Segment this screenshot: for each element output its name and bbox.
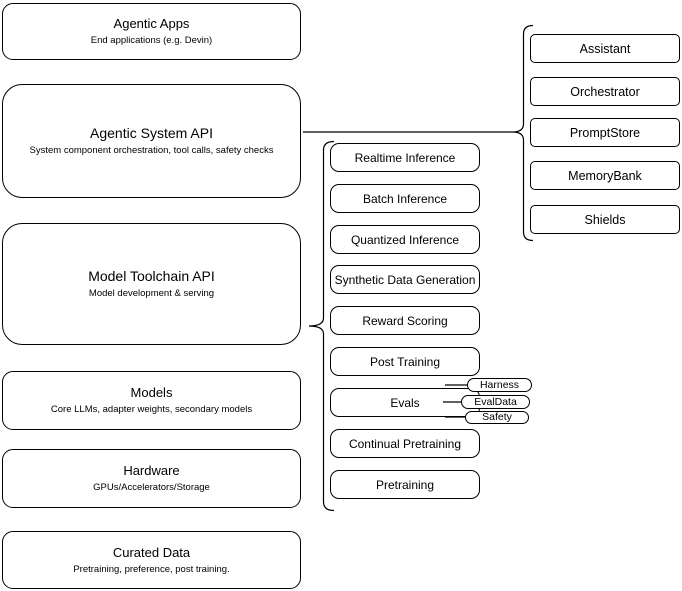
node-curated-data-subtitle: Pretraining, preference, post training.	[73, 563, 230, 575]
node-agentic-apps-title: Agentic Apps	[113, 16, 190, 31]
node-curated-data-title: Curated Data	[112, 544, 191, 560]
node-quantized-inference: Quantized Inference	[330, 225, 480, 254]
node-agentic-apps: Agentic Apps End applications (e.g. Devi…	[2, 3, 301, 60]
node-evals: Evals	[330, 388, 480, 417]
node-agentic-system-api-subtitle: System component orchestration, tool cal…	[29, 145, 274, 156]
node-model-toolchain-api: Model Toolchain API Model development & …	[2, 223, 301, 345]
node-reward-scoring: Reward Scoring	[330, 306, 480, 335]
tag-harness-label: Harness	[479, 378, 520, 391]
node-realtime-inference: Realtime Inference	[330, 143, 480, 172]
node-orchestrator-label: Orchestrator	[570, 84, 640, 99]
node-models-title: Models	[130, 385, 173, 400]
node-evals-label: Evals	[390, 395, 420, 410]
node-agentic-system-api: Agentic System API System component orch…	[2, 84, 301, 198]
node-post-training-label: Post Training	[369, 354, 441, 369]
node-shields: Shields	[530, 205, 680, 234]
node-agentic-apps-subtitle: End applications (e.g. Devin)	[90, 35, 213, 46]
node-models-subtitle: Core LLMs, adapter weights, secondary mo…	[50, 404, 253, 415]
node-synthetic-data-generation-label: Synthetic Data Generation	[334, 272, 476, 287]
node-promptstore: PromptStore	[530, 118, 680, 147]
node-assistant-label: Assistant	[579, 41, 631, 56]
node-pretraining-label: Pretraining	[375, 477, 435, 492]
node-memorybank-label: MemoryBank	[568, 168, 642, 183]
node-assistant: Assistant	[530, 34, 680, 63]
node-pretraining: Pretraining	[330, 470, 480, 499]
node-batch-inference-label: Batch Inference	[362, 191, 448, 206]
node-hardware: Hardware GPUs/Accelerators/Storage	[2, 449, 301, 508]
node-model-toolchain-api-subtitle: Model development & serving	[88, 288, 215, 299]
node-continual-pretraining: Continual Pretraining	[330, 429, 480, 458]
node-models: Models Core LLMs, adapter weights, secon…	[2, 371, 301, 430]
node-post-training: Post Training	[330, 347, 480, 376]
node-reward-scoring-label: Reward Scoring	[362, 313, 448, 328]
node-batch-inference: Batch Inference	[330, 184, 480, 213]
node-promptstore-label: PromptStore	[569, 125, 641, 140]
tag-evaldata-label: EvalData	[474, 395, 517, 408]
node-synthetic-data-generation: Synthetic Data Generation	[330, 265, 480, 294]
node-realtime-inference-label: Realtime Inference	[354, 150, 456, 165]
tag-safety: Safety	[465, 411, 529, 424]
node-agentic-system-api-title: Agentic System API	[90, 125, 213, 141]
tag-evaldata: EvalData	[461, 395, 530, 409]
node-hardware-title: Hardware	[123, 463, 180, 478]
node-shields-label: Shields	[584, 212, 626, 227]
tag-safety-label: Safety	[482, 411, 512, 423]
node-model-toolchain-api-title: Model Toolchain API	[88, 268, 215, 284]
node-memorybank: MemoryBank	[530, 161, 680, 190]
node-hardware-subtitle: GPUs/Accelerators/Storage	[93, 482, 210, 493]
tag-harness: Harness	[467, 378, 532, 392]
node-curated-data: Curated Data Pretraining, preference, po…	[2, 531, 301, 589]
node-orchestrator: Orchestrator	[530, 77, 680, 106]
node-continual-pretraining-label: Continual Pretraining	[348, 436, 462, 451]
node-quantized-inference-label: Quantized Inference	[350, 232, 460, 247]
